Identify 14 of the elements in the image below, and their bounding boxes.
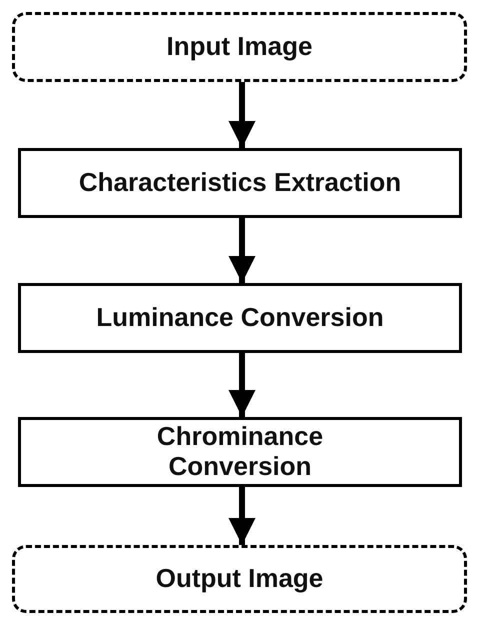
arrow [228, 353, 256, 417]
arrow [228, 82, 256, 148]
node-label: Luminance Conversion [96, 303, 384, 333]
node-label: Characteristics Extraction [78, 168, 402, 198]
terminal-box [12, 12, 467, 82]
arrow [228, 487, 256, 545]
process-box [18, 148, 462, 218]
terminal-box [12, 545, 467, 613]
process-box [18, 283, 462, 353]
arrow [228, 218, 256, 283]
node-label: Chrominance Conversion [156, 422, 324, 482]
node-label: Output Image [156, 564, 324, 594]
node-label: Input Image [166, 32, 312, 62]
process-box [18, 417, 462, 487]
